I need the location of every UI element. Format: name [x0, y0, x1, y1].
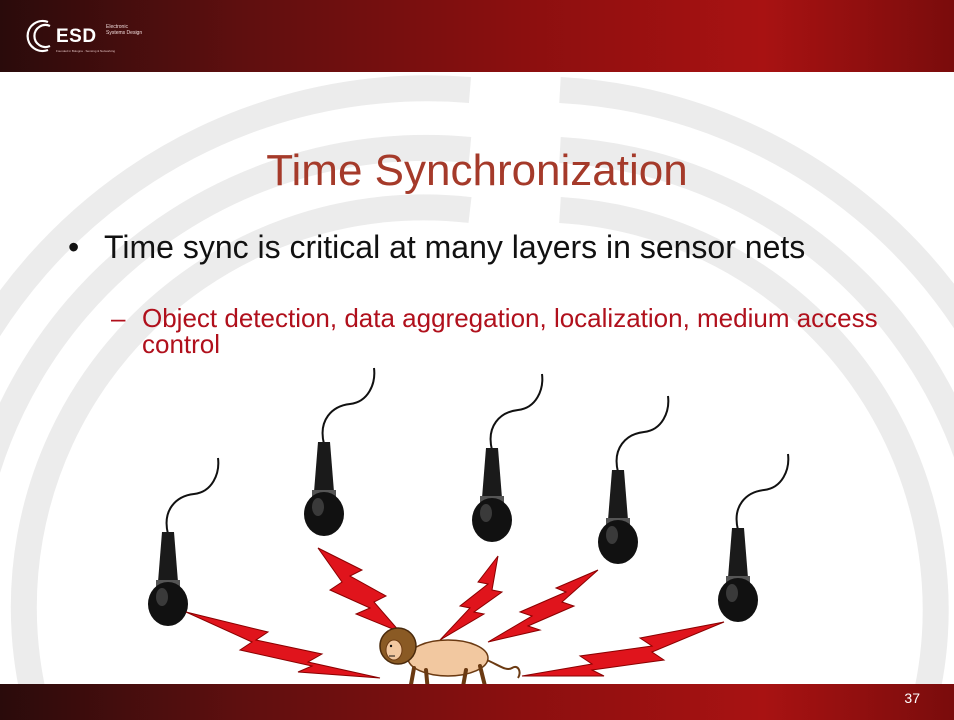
lion-icon: [379, 627, 521, 694]
lightning-bolt-icon: [317, 547, 401, 633]
microphone-icon: [147, 457, 220, 627]
microphone-3: [471, 373, 544, 543]
footer-band: [0, 684, 954, 720]
microphone-icon: [471, 373, 544, 543]
logo-tagline: Founded in Bologna · Sensing & Networkin…: [56, 49, 116, 53]
microphone-2: [303, 367, 376, 537]
microphone-1: [147, 457, 220, 627]
sub-bullet-text: Object detection, data aggregation, loca…: [142, 303, 878, 359]
microphone-icon: [597, 395, 670, 565]
microphone-4: [597, 395, 670, 565]
bullet-marker: •: [68, 229, 80, 265]
slide-title: Time Synchronization: [266, 146, 688, 195]
lightning-bolt-icon: [487, 569, 599, 643]
page-number: 37: [904, 690, 920, 706]
sub-bullet-marker: –: [111, 303, 126, 333]
logo-subtitle: Electronic Systems Design: [106, 24, 143, 36]
header-band: [0, 0, 954, 72]
lightning-bolt-icon: [185, 611, 381, 679]
esd-logo: ESD Electronic Systems Design Founded in…: [22, 16, 142, 56]
microphone-5: [717, 453, 790, 623]
lightning-bolt-icon: [521, 621, 725, 677]
esd-logo-icon: [26, 19, 51, 53]
lightning-bolt-icon: [439, 555, 504, 641]
microphone-icon: [717, 453, 790, 623]
logo-wordmark: ESD: [56, 26, 97, 47]
microphone-icon: [303, 367, 376, 537]
bullet-text: Time sync is critical at many layers in …: [104, 229, 806, 265]
